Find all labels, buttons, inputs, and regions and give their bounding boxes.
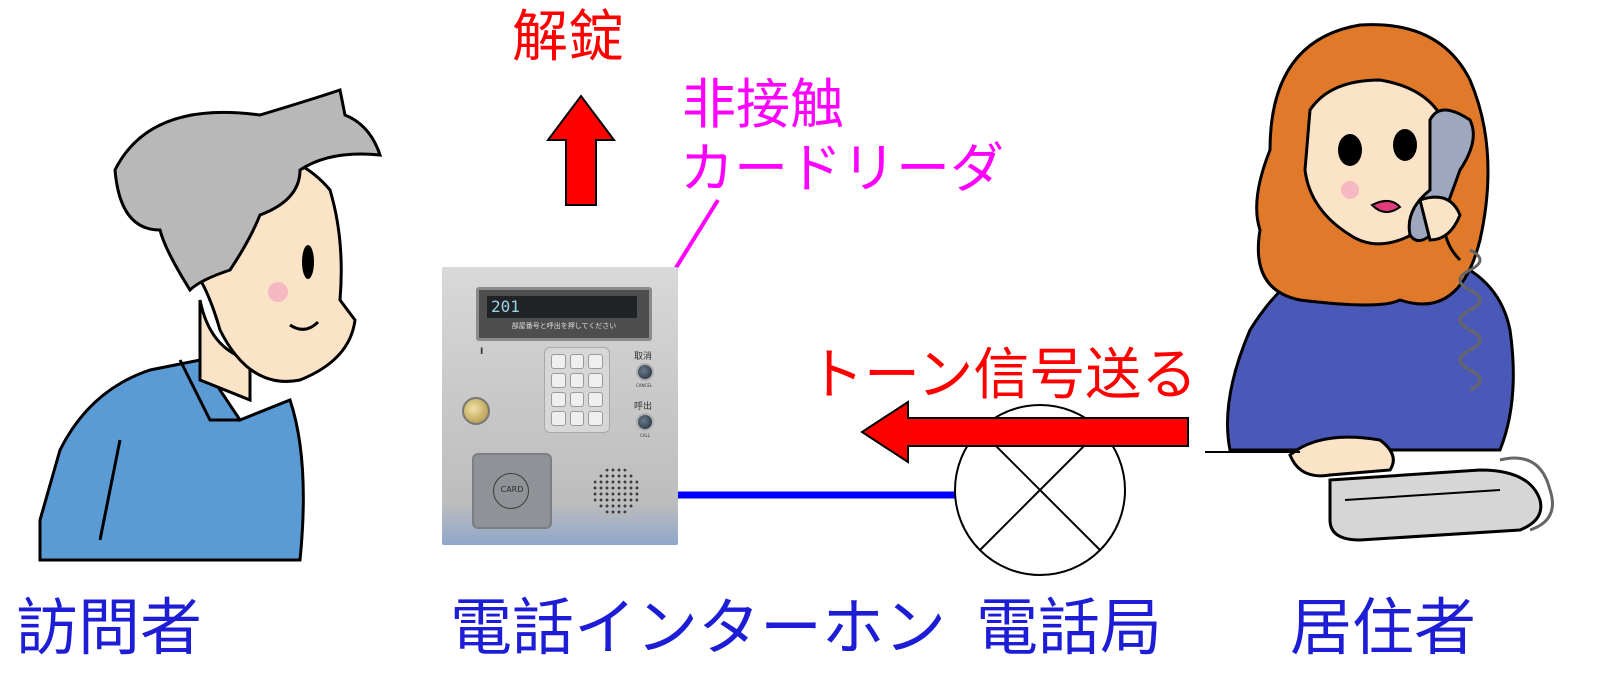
card-reader-pad[interactable]: CARD — [472, 453, 552, 529]
key[interactable] — [551, 373, 566, 388]
intercom-display: 201 部屋番号と呼出を押してください — [476, 287, 652, 341]
intercom-panel: 201 部屋番号と呼出を押してください I 取消 CANCEL 呼出 CALL … — [442, 267, 678, 545]
cancel-label: 取消 — [634, 352, 653, 362]
key[interactable] — [569, 392, 585, 407]
exchange-symbol — [954, 404, 1126, 576]
key[interactable] — [551, 392, 566, 407]
unlock-arrow — [546, 94, 616, 206]
key[interactable] — [569, 373, 585, 388]
tone-arrow — [860, 400, 1189, 464]
cancel-button[interactable] — [636, 363, 654, 381]
key[interactable] — [569, 411, 585, 426]
key[interactable] — [588, 354, 603, 369]
display-hint: 部屋番号と呼出を押してください — [511, 322, 617, 330]
key[interactable] — [588, 411, 603, 426]
speaker-grille — [592, 467, 640, 515]
card-reader-label-line2: カードリーダ — [680, 137, 1004, 200]
unlock-label: 解錠 — [512, 5, 624, 70]
card-reader-label-line1: 非接触 — [682, 73, 844, 136]
key[interactable] — [588, 392, 603, 407]
resident-figure — [1205, 23, 1554, 542]
call-button[interactable] — [636, 413, 654, 431]
caption-visitor: 訪問者 — [16, 591, 203, 664]
call-label: 呼出 — [634, 402, 653, 412]
key[interactable] — [569, 354, 585, 369]
cancel-sub-label: CANCEL — [636, 383, 653, 388]
caption-intercom: 電話インターホン — [450, 591, 947, 664]
tone-signal-label: トーン信号送る — [808, 343, 1198, 408]
keypad[interactable] — [544, 347, 610, 433]
key[interactable] — [551, 354, 566, 369]
caption-exchange: 電話局 — [976, 591, 1163, 664]
caption-resident: 居住者 — [1290, 591, 1477, 664]
display-number: 201 — [487, 296, 637, 318]
key-lock-icon — [462, 397, 490, 425]
card-ring-icon — [493, 473, 529, 509]
indicator-mark: I — [480, 347, 484, 357]
card-label: CARD — [500, 485, 524, 494]
key[interactable] — [588, 373, 603, 388]
key[interactable] — [551, 411, 566, 426]
visitor-figure — [38, 88, 383, 562]
call-sub-label: CALL — [640, 433, 650, 438]
